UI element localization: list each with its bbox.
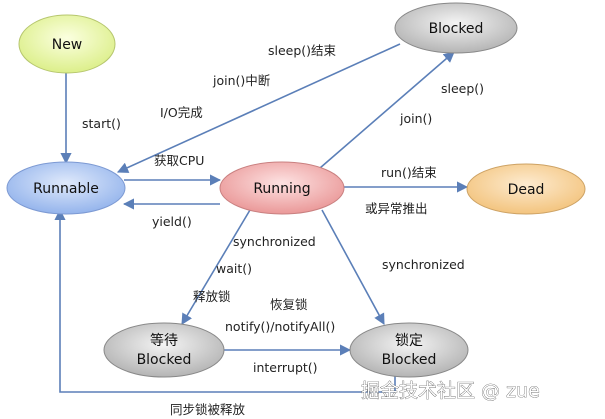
edge-running-to-blocked [319,51,455,169]
label-release-lock: 释放锁 [193,289,231,304]
label-interrupt: interrupt() [253,360,318,375]
state-new: New [18,14,116,74]
state-blocked: Blocked [394,2,518,54]
state-runnable: Runnable [6,161,126,215]
label-wait: wait() [216,261,252,276]
label-synchronized-left: synchronized [233,234,316,249]
edge-locked-to-runnable [54,208,396,393]
state-dead-label: Dead [508,182,545,198]
state-locked-label-line2: Blocked [382,352,437,368]
label-get-cpu: 获取CPU [154,153,204,168]
label-sync-lock-released: 同步锁被释放 [170,402,246,417]
state-runnable-label: Runnable [33,181,99,197]
state-blocked-label: Blocked [429,21,484,37]
state-waiting-label-line2: Blocked [137,352,192,368]
label-join: join() [399,111,432,126]
state-dead: Dead [466,163,586,215]
label-run-end-line2: 或异常推出 [365,201,428,216]
label-notify: notify()/notifyAll() [225,319,335,334]
label-run-end-line1: run()结束 [381,165,437,180]
state-locked-label-line1: 锁定 [395,333,423,349]
label-start: start() [82,116,121,131]
label-io-done: I/O完成 [160,105,203,120]
state-waiting: 等待 Blocked [103,322,225,378]
state-running: Running [219,161,345,215]
state-new-label: New [52,37,83,53]
state-locked: 锁定 Blocked [349,322,469,378]
label-yield: yield() [152,214,192,229]
label-synchronized-right: synchronized [382,257,465,272]
state-running-label: Running [253,181,310,197]
label-sleep: sleep() [441,81,484,96]
label-restore-lock: 恢复锁 [270,297,308,312]
label-sleep-end: sleep()结束 [268,43,337,58]
edge-running-to-locked [321,209,385,325]
label-join-interrupt: join()中断 [212,73,270,88]
edge-running-to-waiting [181,209,251,325]
state-waiting-label-line1: 等待 [150,332,178,349]
watermark-text: 掘金技术社区 @ zue [361,380,540,402]
edge-blocked-to-runnable [116,43,401,173]
